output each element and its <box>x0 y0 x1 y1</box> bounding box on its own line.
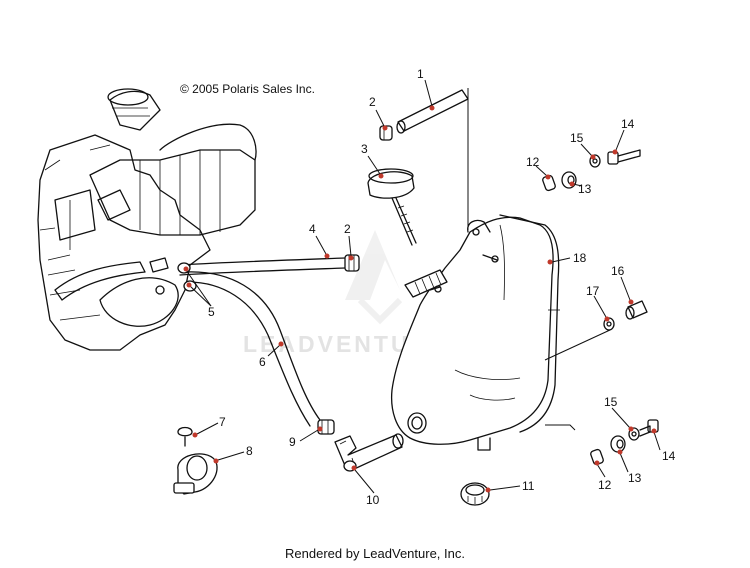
callout-15-bottom: 15 <box>604 395 618 409</box>
callout-8: 8 <box>246 444 253 458</box>
callout-10: 10 <box>366 493 380 507</box>
callout-14-bottom: 14 <box>662 449 676 463</box>
callout-12-bottom: 12 <box>598 478 612 492</box>
callout-16: 16 <box>611 264 625 278</box>
hardware-16-17 <box>603 300 648 331</box>
part-11-plug <box>460 482 490 506</box>
callout-11: 11 <box>522 479 535 493</box>
part-1-tube <box>396 89 469 134</box>
callout-9: 9 <box>289 435 296 449</box>
watermark-logo <box>345 230 403 325</box>
callout-17: 17 <box>586 284 600 298</box>
hardware-lower <box>590 419 659 466</box>
callout-15-top: 15 <box>570 131 584 145</box>
reference-lines <box>467 88 611 431</box>
callout-4: 4 <box>309 222 316 236</box>
callout-3: 3 <box>361 142 368 156</box>
callout-leaders <box>183 79 661 494</box>
part-10-elbow <box>334 433 404 472</box>
part-7-screw <box>177 426 193 447</box>
callout-2-top: 2 <box>369 95 376 109</box>
callout-labels: 1 2 3 4 2 5 6 7 8 9 10 11 12 13 14 15 16… <box>208 67 676 507</box>
part-8-clamp <box>173 453 218 495</box>
hose-4 <box>179 257 346 276</box>
callout-7: 7 <box>219 415 226 429</box>
callout-18: 18 <box>573 251 587 265</box>
engine-assembly <box>37 88 257 351</box>
part-3-dipstick <box>367 168 417 246</box>
callout-14-top: 14 <box>621 117 635 131</box>
oil-tank-18 <box>390 214 560 451</box>
callout-2-hose: 2 <box>344 222 351 236</box>
callout-13-bottom: 13 <box>628 471 642 485</box>
footer-credit: Rendered by LeadVenture, Inc. <box>285 546 465 561</box>
callout-12-top: 12 <box>526 155 540 169</box>
copyright-notice: © 2005 Polaris Sales Inc. <box>180 82 315 96</box>
hose-6 <box>184 271 321 427</box>
callout-6: 6 <box>259 355 266 369</box>
callout-13-top: 13 <box>578 182 592 196</box>
callout-5: 5 <box>208 305 215 319</box>
callout-1: 1 <box>417 67 424 81</box>
